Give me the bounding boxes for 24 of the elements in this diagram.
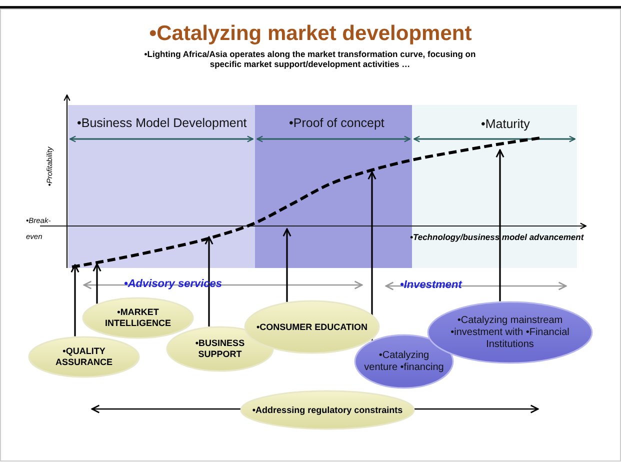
node-text: •MARKET INTELLIGENCE: [104, 307, 172, 329]
arrow: [282, 228, 292, 302]
title: •Catalyzing market development: [148, 22, 473, 46]
phase-label: •Maturity: [481, 117, 530, 131]
node-text: •CONSUMER EDUCATION: [256, 322, 368, 332]
ellipse-node: [240, 390, 415, 430]
node-text: •Catalyzing mainstream •investment with •Financial Institutions: [450, 314, 570, 350]
ellipse-node: [82, 297, 194, 339]
ellipse-node: [244, 300, 380, 354]
phase-label: •Proof of concept: [289, 116, 384, 130]
arrow: [496, 149, 504, 302]
phase-label: •Business Model Development: [77, 116, 247, 130]
arrow: [92, 263, 102, 304]
node-text: •BUSINESS SUPPORT: [194, 338, 246, 360]
ellipse-node: [427, 301, 593, 364]
subtitle: •Lighting Africa/Asia operates along the market transformation curve, focusing on specific market support/development activities …: [143, 49, 477, 69]
arrow: [204, 236, 214, 326]
node-text: •QUALITY ASSURANCE: [54, 346, 114, 368]
ellipse-node: [354, 334, 454, 389]
node-text: •Addressing regulatory constraints: [252, 404, 403, 416]
node-text: •Catalyzing venture •financing: [363, 350, 445, 374]
ellipse-node: [28, 336, 140, 378]
arrow: [70, 264, 80, 336]
span-label: •Investment: [400, 279, 462, 291]
